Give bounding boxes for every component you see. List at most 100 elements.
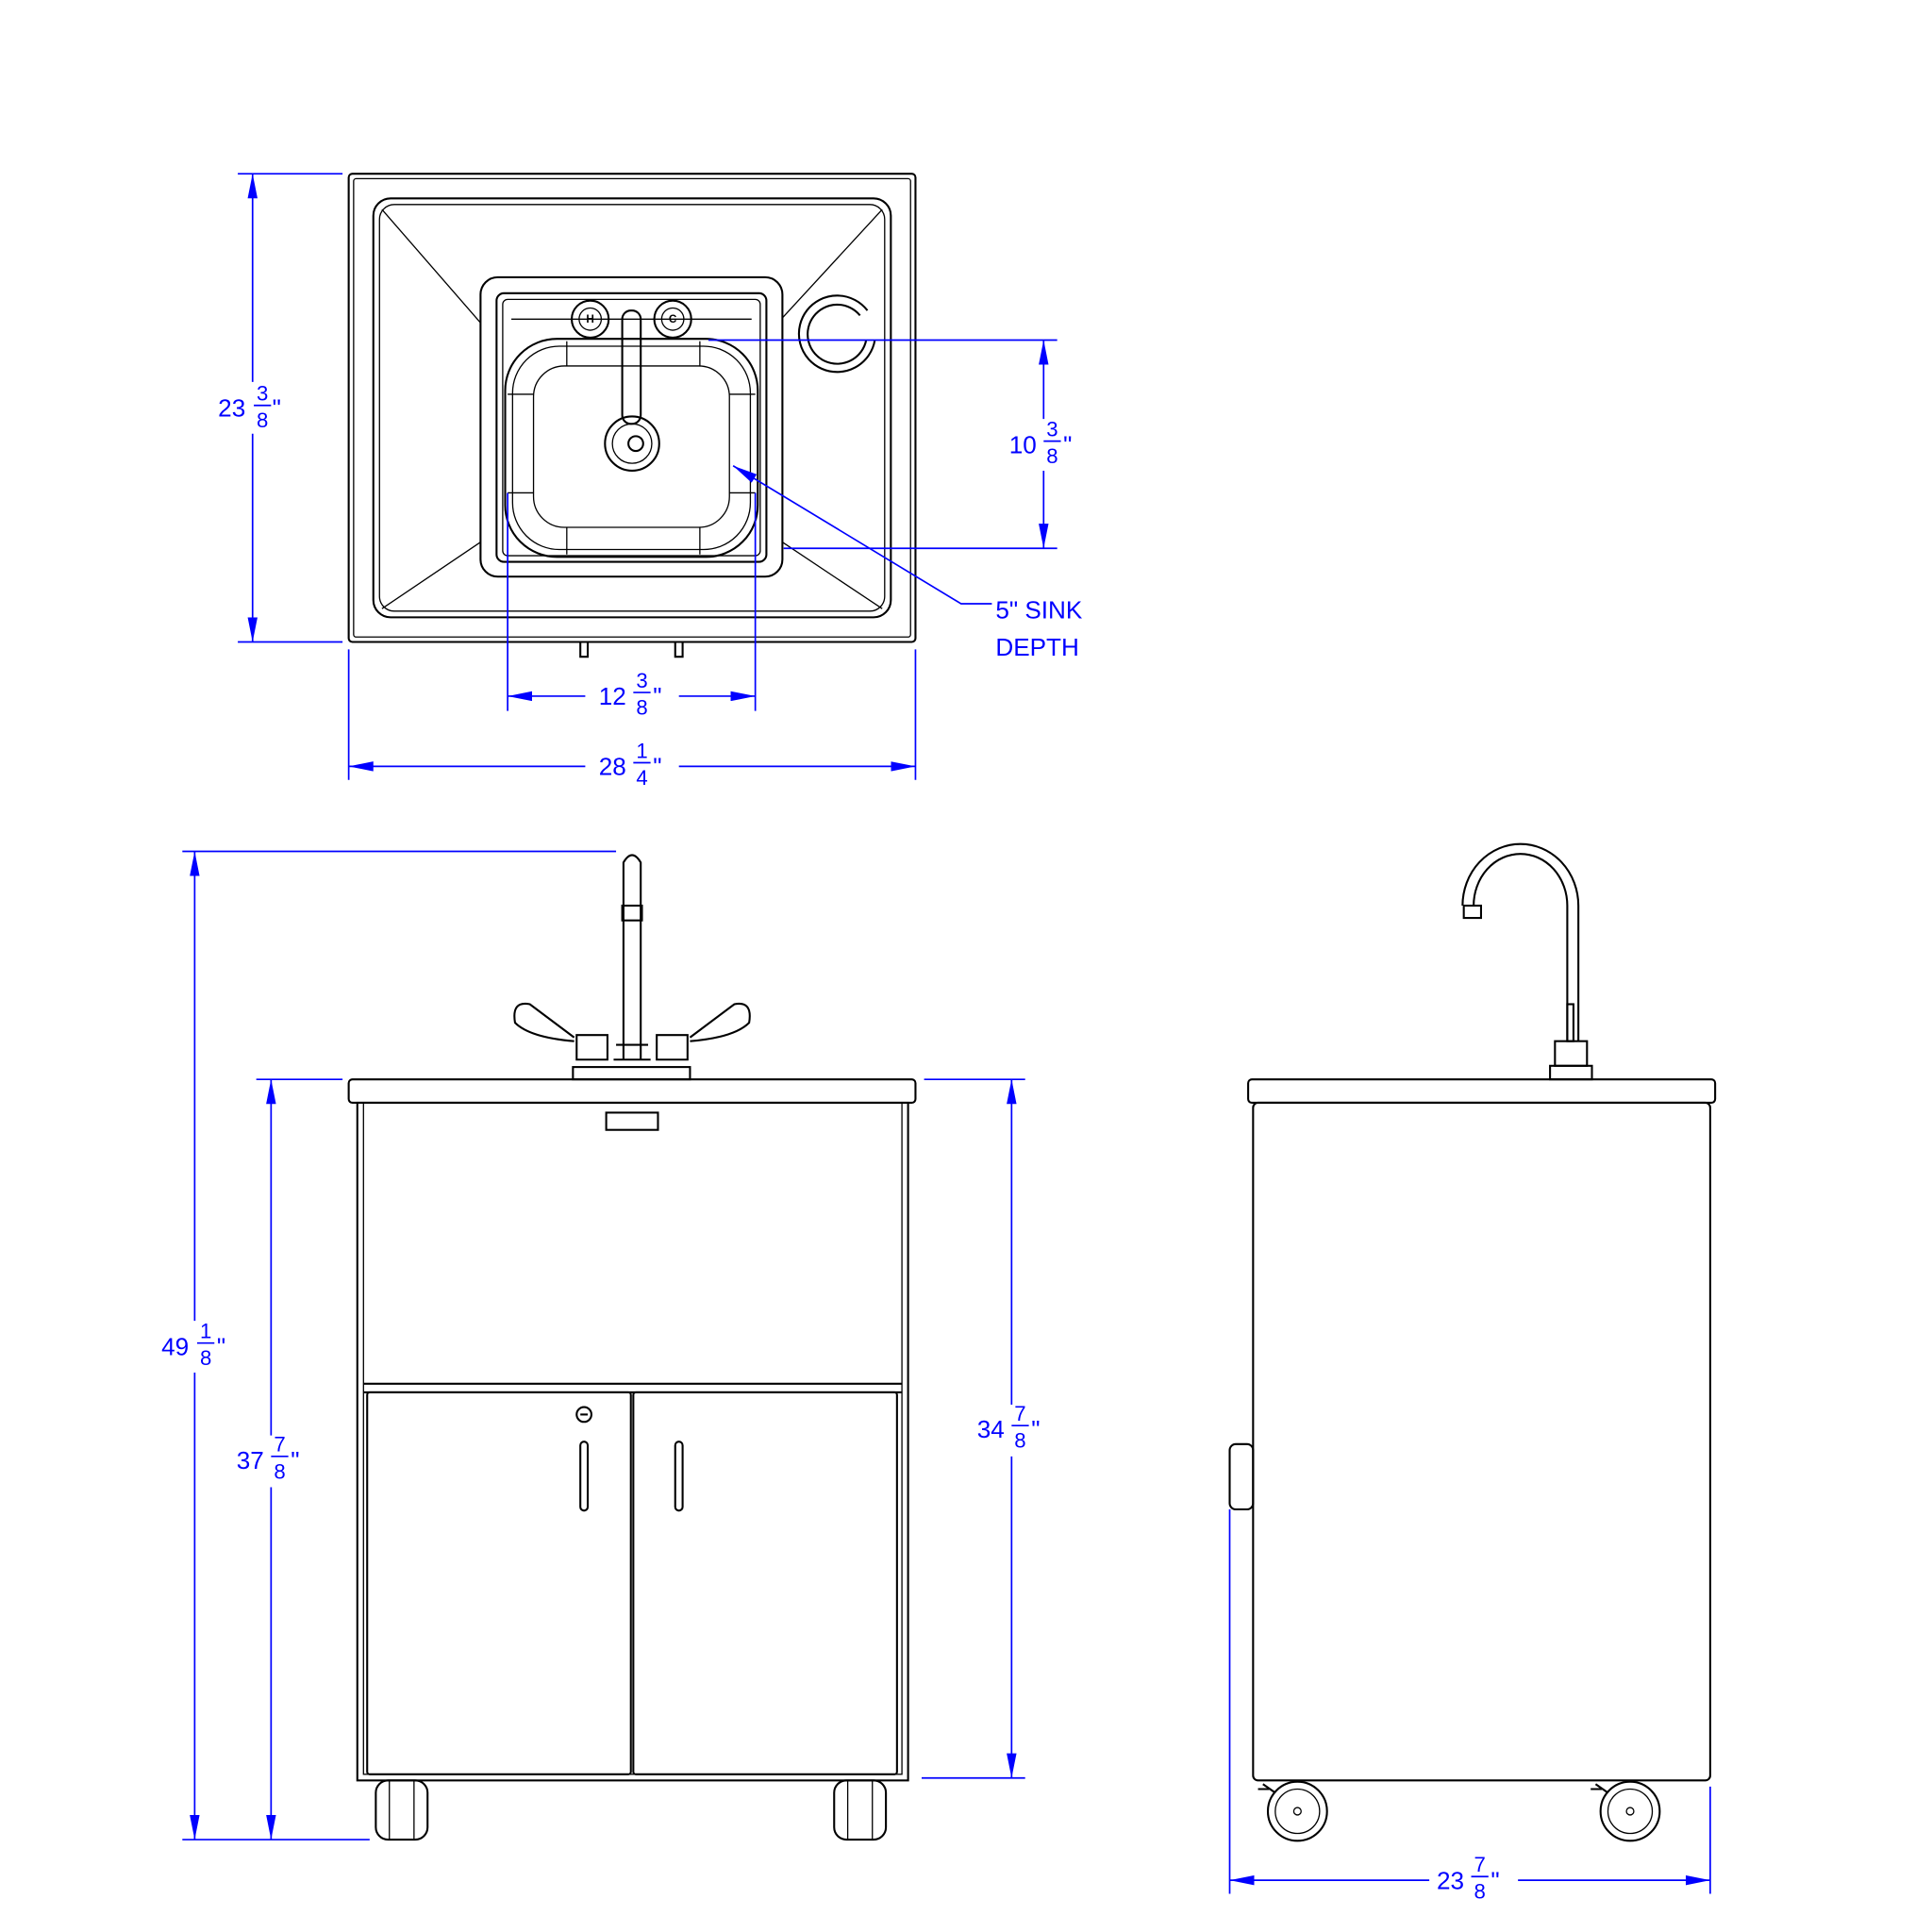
right-door [632,1391,898,1775]
dimension-text: 8 [200,1346,211,1370]
right-door-handle [674,1441,684,1512]
dimension-text: 8 [257,408,268,432]
drawing-line [660,307,685,331]
drawing-line [511,345,752,551]
top-view: H C [347,173,917,658]
drawing-line [1625,1807,1635,1816]
drawing-line [622,854,642,1060]
dimension-text: 4 [636,766,647,790]
front-view [347,854,917,1841]
drawing-line [833,1779,888,1841]
hot-label: H [586,313,594,325]
top-view-dimensions: 23 3 8 " 10 3 8 " 5" SINK DEPTH 12 3 8 " [218,173,1083,790]
dimension-text: 3 [257,381,268,405]
dimension-text: " [1031,1415,1040,1443]
drawing-line [656,1002,751,1061]
hot-handle: H [570,299,610,339]
dimension-text: 1 [636,739,647,762]
dimension-text: 10 [1009,431,1037,459]
drawing-line [362,1102,903,1775]
drawing-line [1266,1780,1328,1842]
cold-label: C [669,313,677,325]
dimension-text: 23 [1437,1866,1464,1894]
dimension-text: 7 [274,1433,285,1457]
sink-bowl [504,338,759,558]
dimension-text: " [1491,1866,1499,1894]
drawing-line [1566,1003,1574,1042]
dimension-text: 8 [1474,1880,1485,1904]
front-counter [347,1078,917,1105]
dimension-text: 7 [1014,1402,1025,1425]
side-faucet [1461,842,1593,1081]
drawing-line [532,365,730,528]
drawing-line [347,649,917,780]
drawing-line [502,298,761,557]
drawing-line [732,464,992,605]
drawing-line [708,339,1058,550]
dimension-text: 8 [274,1459,285,1483]
drawing-line [1599,1780,1661,1842]
dimension-text: " [273,393,281,422]
dim-bowl-width: 12 3 8 " [599,669,662,720]
side-view [1228,842,1717,1842]
dim-side-depth: 23 7 8 " [1437,1853,1500,1904]
faucet-spout [621,309,642,425]
front-casters [375,1779,888,1841]
side-body [1252,1101,1711,1782]
dimension-text: 1 [200,1319,211,1342]
side-handle [1228,1442,1255,1511]
drawing-line [1228,1508,1711,1894]
drawing-line [182,850,617,1840]
drawing-line [1274,1788,1321,1835]
left-door [366,1391,632,1775]
dim-overall-height: 49 1 8 " [161,1319,225,1370]
drawing-line [1461,842,1580,1041]
drawing-line [1554,1040,1589,1067]
dimension-text: 49 [161,1333,189,1361]
drawing-line [653,299,692,339]
drawing-line [613,1043,651,1061]
drawing-line [846,1779,874,1840]
drawing-line [375,1779,429,1841]
drain-bracket [605,1111,659,1131]
drawing-line [921,1078,1025,1779]
tray-outline [372,197,892,619]
drawing-line [363,1382,903,1393]
sink-depth-label: 5" SINK [995,596,1083,625]
drawing-line [627,435,644,453]
drawing-line [1549,1064,1593,1081]
drawing-line [1591,1783,1609,1794]
drawing-line [572,1066,691,1081]
drawing-line [353,177,911,638]
drawing-line [1292,1807,1302,1816]
drawing-line [381,208,883,609]
dimension-text: 34 [977,1415,1005,1443]
drawing-line [611,423,653,464]
dimension-text: 12 [599,682,626,710]
dim-bowl-front-back: 10 3 8 " [1009,417,1073,468]
side-wheels [1257,1780,1661,1842]
dim-overall-width: 28 1 4 " [599,739,662,790]
front-view-dimensions: 49 1 8 " 37 7 8 " 34 7 8 " [161,850,1041,1840]
drawing-line [389,1779,415,1840]
drawing-line [1462,904,1483,920]
dimension-text: " [653,682,661,710]
sink-depth-label-2: DEPTH [995,633,1079,661]
dim-counter-height: 37 7 8 " [237,1433,300,1484]
dimension-text: 3 [636,669,647,692]
dimension-text: 8 [1046,444,1058,468]
dimension-text: 23 [218,393,245,422]
drawing-line [238,173,343,643]
left-door-handle [579,1441,590,1512]
dimension-text: " [1063,431,1072,459]
drain-legs [579,641,684,658]
cold-handle: C [653,299,692,339]
drawing-line [378,204,886,612]
drawing-line [513,1002,608,1061]
dimension-text: 3 [1046,417,1058,441]
countertop-outline [347,173,917,643]
dimension-text: " [217,1333,225,1361]
dimension-text: " [653,753,661,781]
dimension-text: 8 [636,696,647,720]
